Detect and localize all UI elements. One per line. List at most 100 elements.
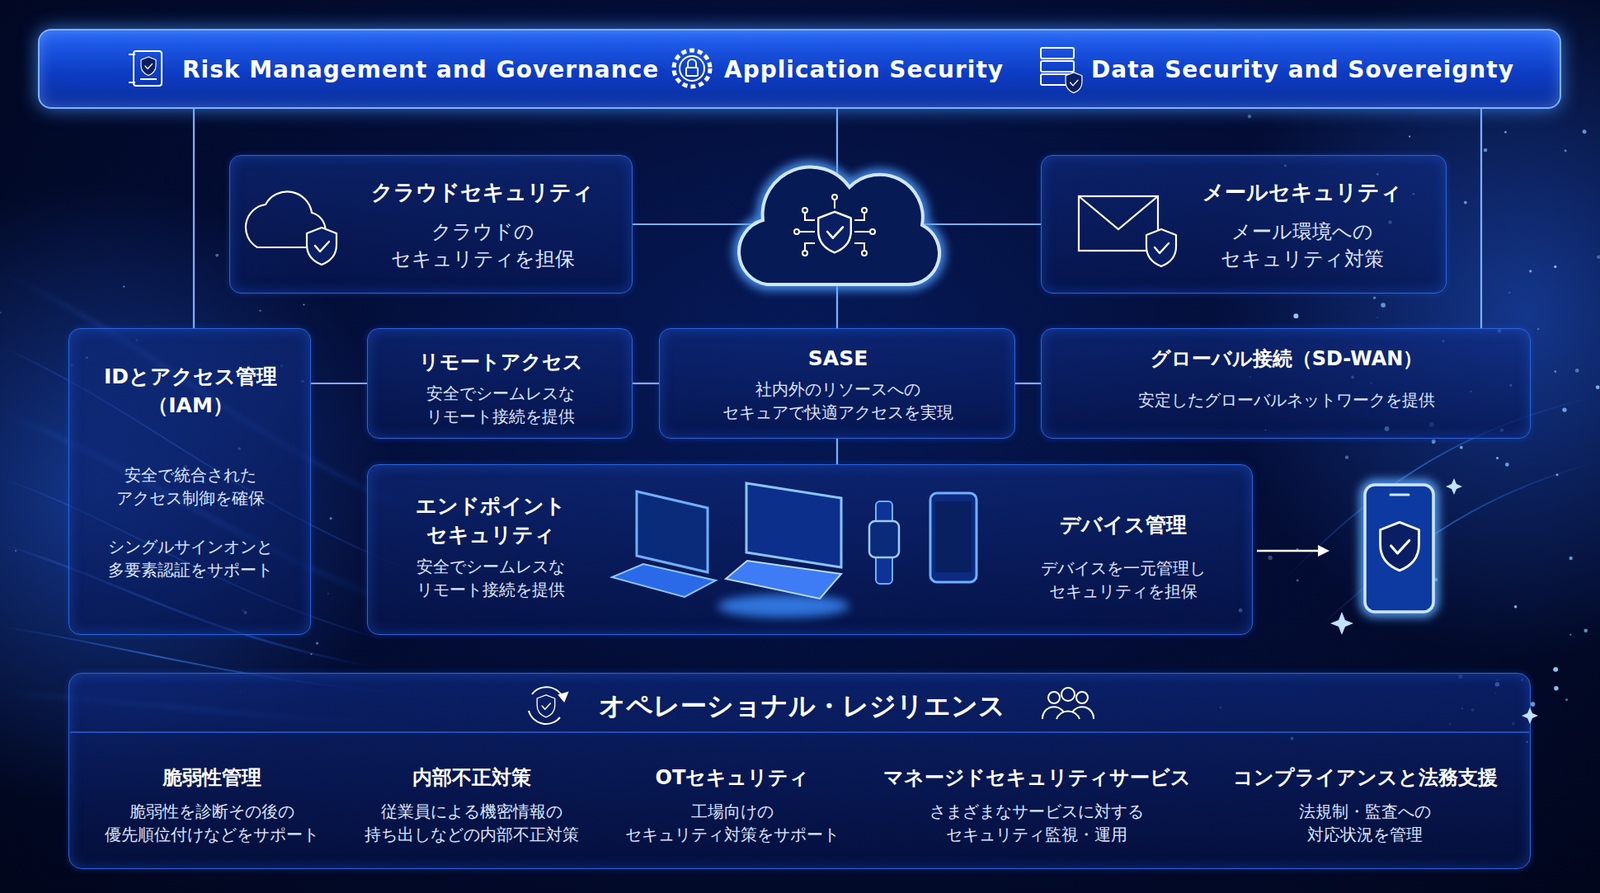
central-cloud — [794, 194, 876, 256]
people-icon — [1061, 687, 1075, 702]
node-body: 安定したグローバルネットワークを提供 — [1138, 389, 1436, 413]
node-heading: SASE — [808, 344, 868, 374]
server-icon — [1040, 47, 1074, 59]
star-particle — [1296, 578, 1299, 582]
document-icon — [133, 51, 162, 86]
node-body: 安全でシームレスな リモート接続を提供 — [422, 382, 579, 429]
node-body: 安全で統合された アクセス制御を確保 — [112, 464, 269, 510]
connector-line — [192, 108, 195, 329]
star-particle — [1575, 368, 1580, 373]
star-particle — [1293, 313, 1299, 319]
star-particle — [327, 592, 330, 595]
band-divider — [70, 732, 1530, 734]
star-particle — [1463, 201, 1468, 205]
server-icon — [1040, 61, 1074, 72]
flow-arrow — [1317, 545, 1330, 557]
people-icon — [1042, 706, 1094, 720]
star-particle — [1408, 135, 1411, 137]
phone-icon — [1364, 484, 1434, 612]
band-divider — [70, 731, 1530, 734]
node-heading: Application Security — [724, 54, 1004, 87]
node-heading: グローバル接続（SD-WAN） — [1150, 345, 1424, 373]
sparkle — [1521, 707, 1539, 725]
light-streak — [0, 272, 1600, 726]
star-particle — [1555, 473, 1558, 476]
central-cloud — [794, 229, 800, 235]
star-particle — [1565, 698, 1568, 702]
star-particle — [0, 311, 2, 314]
central-cloud — [818, 211, 852, 254]
document-icon — [128, 54, 136, 83]
cloud-link-line — [632, 223, 1041, 226]
star-particle — [1483, 148, 1488, 153]
mail-icon — [1078, 196, 1158, 251]
server-icon — [1040, 47, 1083, 94]
star-particle — [302, 303, 305, 306]
node-heading: Risk Management and Governance — [182, 54, 659, 87]
star-particle — [1529, 269, 1532, 273]
connector-line — [632, 382, 659, 385]
star-particle — [1553, 265, 1557, 269]
star-particle — [1505, 462, 1510, 467]
star-particle — [1392, 495, 1395, 498]
connector-line — [1015, 382, 1041, 385]
device-illustration — [869, 521, 899, 558]
resilience-icon — [528, 687, 568, 725]
node-heading: クラウドセキュリティ — [371, 178, 594, 208]
node-body: さまざまなサービスに対する セキュリティ監視・運用 — [925, 800, 1149, 847]
star-particle — [1582, 129, 1587, 134]
sparkle — [1445, 478, 1463, 495]
connector-line — [836, 438, 838, 465]
mail-icon — [1078, 196, 1177, 267]
device-illustration — [611, 483, 977, 618]
central-cloud — [861, 250, 867, 256]
star-particle — [215, 254, 219, 258]
node-body: シングルサインオンと 多要素認証をサポート — [103, 536, 278, 582]
central-cloud — [861, 207, 867, 213]
star-particle — [1514, 605, 1518, 609]
document-icon — [128, 51, 162, 86]
star-particle — [1595, 385, 1600, 390]
gear-icon — [679, 56, 705, 81]
people-icon — [1042, 687, 1094, 720]
star-particle — [1373, 296, 1376, 300]
device-illustration — [746, 483, 842, 568]
star-particle — [1247, 114, 1252, 118]
sparkle — [1330, 611, 1354, 636]
sparkle — [1330, 478, 1539, 725]
node-heading: オペレーショナル・レジリエンス — [598, 687, 1006, 725]
star-particle — [1596, 254, 1600, 259]
device-illustration — [725, 560, 842, 599]
star-particle — [0, 114, 1600, 744]
device-illustration — [717, 594, 850, 618]
gear-icon — [673, 50, 711, 87]
star-particle — [122, 285, 125, 288]
star-particle — [1431, 439, 1436, 444]
service-box: グローバル接続（SD-WAN） 安定したグローバルネットワークを提供 — [1040, 328, 1531, 439]
star-particle — [1376, 316, 1379, 319]
node-body: 従業員による機密情報の 持ち出しなどの内部不正対策 — [360, 800, 584, 847]
star-particle — [1569, 634, 1572, 636]
service-box: リモートアクセス安全でシームレスな リモート接続を提供 — [367, 328, 633, 439]
star-particle — [1537, 328, 1539, 330]
document-icon — [141, 56, 156, 76]
cloud-link-line — [836, 108, 838, 329]
node-heading: Data Security and Sovereignty — [1091, 54, 1515, 87]
star-particle — [1267, 555, 1273, 561]
central-cloud — [738, 166, 940, 285]
node-body: 法規制・監査への 対応状況を管理 — [1294, 800, 1436, 847]
cloud-shield-icon — [245, 191, 326, 248]
star-particle — [14, 550, 17, 552]
node-heading: 脆弱性管理 — [162, 764, 262, 792]
resilience-icon — [536, 695, 556, 718]
cloud-link-line — [632, 108, 1041, 329]
star-particle — [1380, 302, 1386, 308]
star-particle — [1553, 686, 1558, 691]
device-illustration — [875, 501, 893, 584]
connector-line — [1480, 108, 1483, 329]
phone-icon — [1364, 484, 1434, 612]
mail-icon — [1146, 229, 1177, 267]
node-body: クラウドの セキュリティを担保 — [388, 218, 577, 273]
